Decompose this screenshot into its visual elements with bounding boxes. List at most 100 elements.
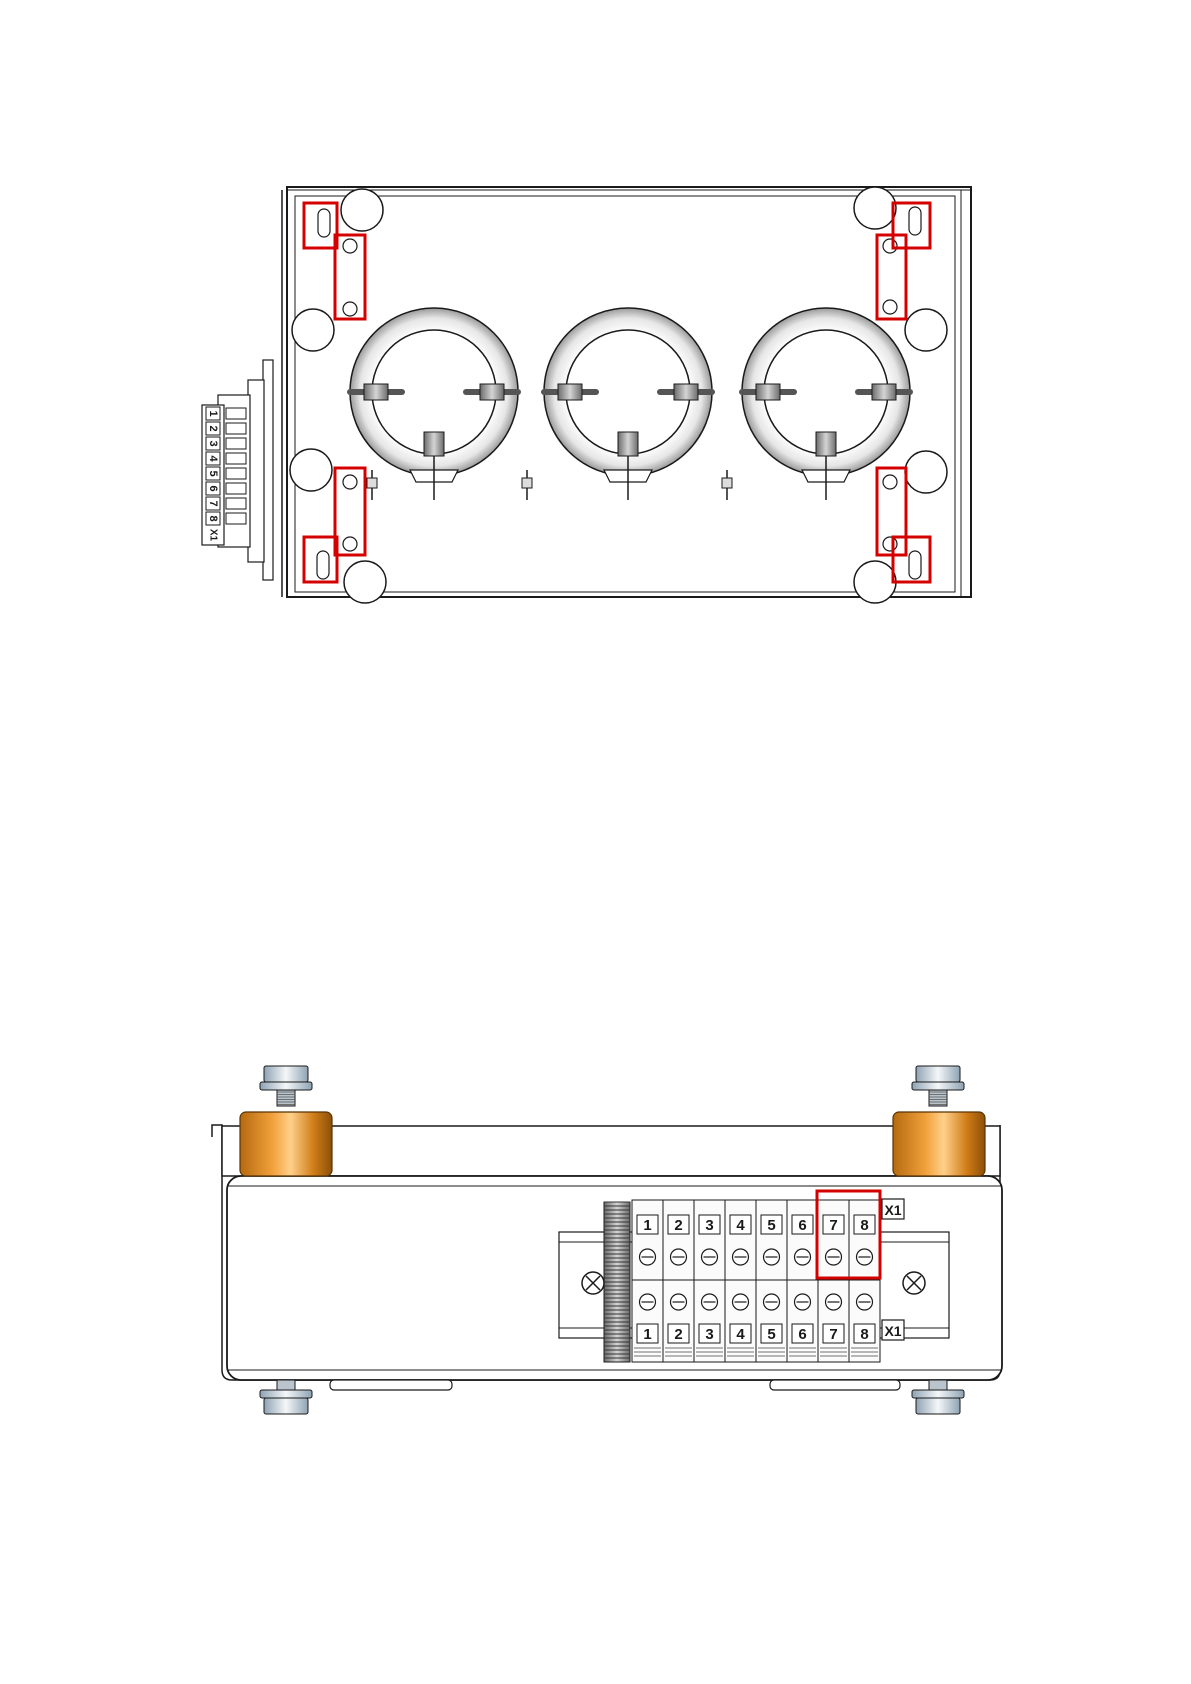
mounting-circle	[344, 561, 386, 603]
terminal-number-bottom: 4	[736, 1326, 745, 1343]
mounting-hole	[343, 239, 357, 253]
bolt-head	[916, 1398, 960, 1414]
top-terminal-slot	[226, 408, 246, 419]
terminal-block-8: 88	[849, 1200, 880, 1362]
mounting-hole	[883, 239, 897, 253]
top-terminal-slot	[226, 513, 246, 524]
terminal-number-top: 2	[674, 1217, 682, 1234]
terminal-number-bottom: 1	[643, 1326, 651, 1343]
top-terminal-tag: X1	[207, 529, 218, 542]
mounting-circle	[905, 309, 947, 351]
top-terminal-number: 5	[207, 470, 219, 476]
mounting-slot	[318, 209, 330, 237]
terminal-number-bottom: 5	[767, 1326, 775, 1343]
upper-body	[222, 1126, 1000, 1176]
bolt-head	[264, 1066, 308, 1082]
bolt-washer	[260, 1082, 312, 1090]
pin-head	[722, 478, 732, 488]
bottom-bracket	[770, 1380, 900, 1390]
terminal-block-2: 22	[663, 1200, 694, 1362]
hex-bolt	[260, 1066, 312, 1106]
terminal-tag-bottom: X1	[882, 1320, 904, 1340]
mounting-circle	[341, 189, 383, 231]
mounting-hole	[343, 302, 357, 316]
mounting-circle	[290, 449, 332, 491]
terminal-tag-bottom-label: X1	[884, 1323, 901, 1339]
bolt-thread	[277, 1090, 295, 1106]
top-terminal-number: 3	[207, 440, 219, 446]
hex-bolt	[260, 1380, 312, 1414]
bottom-bracket	[330, 1380, 452, 1390]
top-terminal-slot	[226, 423, 246, 434]
terminal-number-bottom: 2	[674, 1326, 682, 1343]
top-terminal-number: 4	[207, 455, 219, 462]
terminal-number-top: 3	[705, 1217, 713, 1234]
ring-bottom-clamp	[618, 432, 638, 456]
rail-screw-right	[903, 1272, 925, 1294]
pin-head	[522, 478, 532, 488]
bolt-washer	[912, 1390, 964, 1398]
ring-tab-front	[674, 384, 698, 400]
top-terminal-slot	[226, 438, 246, 449]
top-terminal-number: 2	[207, 425, 219, 431]
terminal-number-top: 6	[798, 1217, 806, 1234]
terminal-number-top: 5	[767, 1217, 775, 1234]
mounting-circle	[854, 187, 896, 229]
current-transformer-rings	[350, 308, 910, 500]
bolt-thread	[929, 1380, 947, 1390]
terminal-number-bottom: 8	[860, 1326, 868, 1343]
mounting-circle	[854, 561, 896, 603]
bolt-thread	[277, 1380, 295, 1390]
mounting-hole	[343, 537, 357, 551]
bolt-head	[916, 1066, 960, 1082]
ring-tab-front	[558, 384, 582, 400]
pin-head	[367, 478, 377, 488]
hex-bolt	[912, 1066, 964, 1106]
top-terminal-number: 1	[207, 410, 219, 416]
copper-spacer	[240, 1112, 332, 1176]
top-terminal-slot	[226, 453, 246, 464]
terminal-block-7: 77	[818, 1200, 849, 1362]
bolt-thread	[929, 1090, 947, 1106]
mounting-hole	[883, 475, 897, 489]
hex-bolt	[912, 1380, 964, 1414]
bolt-head	[264, 1398, 308, 1414]
terminal-block-1: 11	[632, 1200, 663, 1362]
terminal-number-top: 4	[736, 1217, 745, 1234]
top-terminal-number: 6	[207, 485, 219, 491]
terminal-number-bottom: 7	[829, 1326, 837, 1343]
top-terminal-slot	[226, 468, 246, 479]
side-connector: 12345678X1	[202, 360, 273, 580]
terminal-number-top: 1	[643, 1217, 651, 1234]
top-terminal-slot	[226, 498, 246, 509]
top-terminal-number: 8	[207, 515, 219, 521]
rail-screw-left	[582, 1272, 604, 1294]
ring-tab-front	[872, 384, 896, 400]
ring-bottom-clamp	[424, 432, 444, 456]
bolt-washer	[260, 1390, 312, 1398]
mounting-hole	[883, 537, 897, 551]
terminal-number-bottom: 6	[798, 1326, 806, 1343]
mounting-hole	[883, 300, 897, 314]
ring-tab-front	[756, 384, 780, 400]
ring-bottom-clamp	[816, 432, 836, 456]
copper-spacer	[893, 1112, 985, 1176]
terminal-number-top: 8	[860, 1217, 868, 1234]
terminal-block-6: 66	[787, 1200, 818, 1362]
mounting-slot	[909, 551, 921, 579]
mounting-slot	[909, 207, 921, 235]
terminal-block-5: 55	[756, 1200, 787, 1362]
ring-tab-front	[364, 384, 388, 400]
mounting-hole	[343, 475, 357, 489]
mounting-slot	[317, 551, 329, 579]
terminal-number-top: 7	[829, 1217, 837, 1234]
ring-tab-front	[480, 384, 504, 400]
terminal-tag-top-label: X1	[884, 1202, 901, 1218]
terminal-block-3: 33	[694, 1200, 725, 1362]
terminal-number-bottom: 3	[705, 1326, 713, 1343]
